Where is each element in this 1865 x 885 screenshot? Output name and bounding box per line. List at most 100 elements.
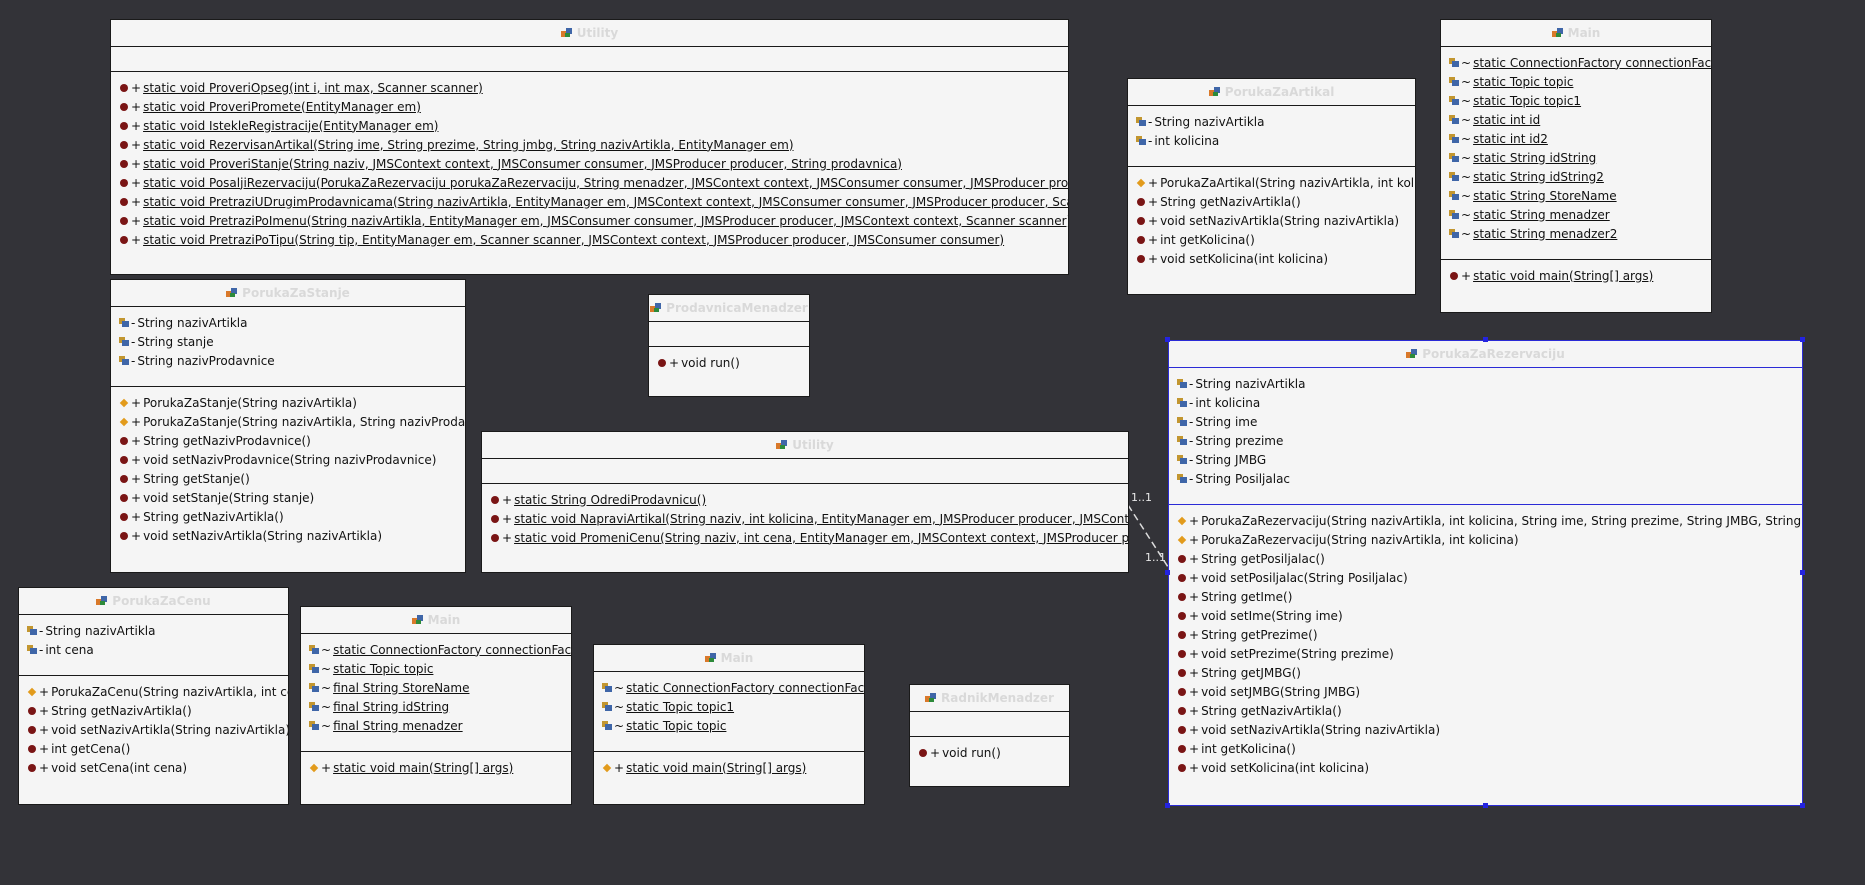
method-row[interactable]: +int getKolicina() — [1128, 230, 1415, 249]
field-row[interactable]: -String nazivArtikla — [19, 621, 288, 640]
method-row[interactable]: +static void PretraziPoTipu(String tip, … — [111, 230, 1068, 249]
class-header[interactable]: Utility — [482, 432, 1128, 459]
method-row[interactable]: +static void IstekleRegistracije(EntityM… — [111, 116, 1068, 135]
class-header[interactable]: Main — [594, 645, 864, 672]
method-row[interactable]: +void setPosiljalac(String Posiljalac) — [1169, 568, 1802, 587]
field-row[interactable]: ~static String menadzer — [1441, 205, 1711, 224]
field-row[interactable]: ~final String idString — [301, 697, 571, 716]
method-row[interactable]: +PorukaZaArtikal(String nazivArtikla, in… — [1128, 173, 1415, 192]
method-row[interactable]: +void setNazivArtikla(String nazivArtikl… — [19, 720, 288, 739]
class-header[interactable]: PorukaZaArtikal — [1128, 79, 1415, 106]
class-box-radnik-menadzer[interactable]: RadnikMenadzer +void run() — [909, 684, 1070, 787]
method-row[interactable]: +void run() — [649, 353, 809, 372]
method-row[interactable]: +PorukaZaRezervaciju(String nazivArtikla… — [1169, 530, 1802, 549]
field-row[interactable]: -String JMBG — [1169, 450, 1802, 469]
method-row[interactable]: +String getIme() — [1169, 587, 1802, 606]
class-box-main-2[interactable]: Main ~static ConnectionFactory connection… — [300, 606, 572, 805]
method-row[interactable]: +String getNazivArtikla() — [19, 701, 288, 720]
field-row[interactable]: ~static ConnectionFactory connectionFact… — [1441, 53, 1711, 72]
method-row[interactable]: +void setNazivArtikla(String nazivArtikl… — [1169, 720, 1802, 739]
field-row[interactable]: -int cena — [19, 640, 288, 659]
class-box-poruka-za-cenu[interactable]: PorukaZaCenu -String nazivArtikla-int cen… — [18, 587, 289, 805]
method-row[interactable]: +void setJMBG(String JMBG) — [1169, 682, 1802, 701]
method-row[interactable]: +void setNazivArtikla(String nazivArtikl… — [1128, 211, 1415, 230]
class-header[interactable]: RadnikMenadzer — [910, 685, 1069, 712]
class-box-main-3[interactable]: Main ~static ConnectionFactory connection… — [593, 644, 865, 805]
resize-handle[interactable] — [1165, 803, 1170, 808]
field-row[interactable]: ~final String menadzer — [301, 716, 571, 735]
method-row[interactable]: +static void RezervisanArtikal(String im… — [111, 135, 1068, 154]
method-row[interactable]: +PorukaZaCenu(String nazivArtikla, int c… — [19, 682, 288, 701]
method-row[interactable]: +static void PosaljiRezervaciju(PorukaZa… — [111, 173, 1068, 192]
field-row[interactable]: -int kolicina — [1128, 131, 1415, 150]
field-row[interactable]: -String stanje — [111, 332, 465, 351]
class-box-poruka-za-rezervaciju[interactable]: PorukaZaRezervaciju -String nazivArtikla -… — [1168, 340, 1803, 806]
method-row[interactable]: +static void ProveriStanje(String naziv,… — [111, 154, 1068, 173]
resize-handle[interactable] — [1800, 570, 1805, 575]
field-row[interactable]: ~static ConnectionFactory connectionFact… — [301, 640, 571, 659]
method-row[interactable]: +PorukaZaStanje(String nazivArtikla) — [111, 393, 465, 412]
method-row[interactable]: +static void ProveriPromete(EntityManage… — [111, 97, 1068, 116]
class-header[interactable]: Main — [301, 607, 571, 634]
resize-handle[interactable] — [1800, 337, 1805, 342]
field-row[interactable]: -String nazivArtikla — [1128, 112, 1415, 131]
resize-handle[interactable] — [1482, 337, 1488, 342]
class-header[interactable]: PorukaZaCenu — [19, 588, 288, 615]
method-row[interactable]: +String getPosiljalac() — [1169, 549, 1802, 568]
class-header[interactable]: PorukaZaRezervaciju — [1169, 341, 1802, 368]
method-row[interactable]: +static void NapraviArtikal(String naziv… — [482, 509, 1128, 528]
method-row[interactable]: +String getStanje() — [111, 469, 465, 488]
method-row[interactable]: +static void main(String[] args) — [594, 758, 864, 777]
method-row[interactable]: +void setIme(String ime) — [1169, 606, 1802, 625]
field-row[interactable]: -String ime — [1169, 412, 1802, 431]
method-row[interactable]: +String getNazivArtikla() — [1128, 192, 1415, 211]
method-row[interactable]: +void setKolicina(int kolicina) — [1128, 249, 1415, 268]
field-row[interactable]: ~static String idString2 — [1441, 167, 1711, 186]
field-row[interactable]: ~static Topic topic — [1441, 72, 1711, 91]
method-row[interactable]: +PorukaZaStanje(String nazivArtikla, Str… — [111, 412, 465, 431]
field-row[interactable]: ~static String idString — [1441, 148, 1711, 167]
method-row[interactable]: +String getPrezime() — [1169, 625, 1802, 644]
method-row[interactable]: +static void main(String[] args) — [301, 758, 571, 777]
field-row[interactable]: -String nazivArtikla — [111, 313, 465, 332]
class-box-poruka-za-stanje[interactable]: PorukaZaStanje-String nazivArtikla-Strin… — [110, 279, 466, 573]
method-row[interactable]: +void run() — [910, 743, 1069, 762]
class-header[interactable]: PorukaZaStanje — [111, 280, 465, 307]
field-row[interactable]: ~static Topic topic1 — [1441, 91, 1711, 110]
field-row[interactable]: ~static int id2 — [1441, 129, 1711, 148]
method-row[interactable]: +void setNazivArtikla(String nazivArtikl… — [111, 526, 465, 545]
method-row[interactable]: +static void PretraziPoImenu(String nazi… — [111, 211, 1068, 230]
method-row[interactable]: +static void ProveriOpseg(int i, int max… — [111, 78, 1068, 97]
field-row[interactable]: -String Posiljalac — [1169, 469, 1802, 488]
field-row[interactable]: -String prezime — [1169, 431, 1802, 450]
resize-handle[interactable] — [1165, 570, 1170, 575]
class-box-main-1[interactable]: Main ~static ConnectionFactory connection… — [1440, 19, 1712, 313]
field-row[interactable]: ~static ConnectionFactory connectionFact… — [594, 678, 864, 697]
method-row[interactable]: +void setCena(int cena) — [19, 758, 288, 777]
class-box-utility-1[interactable]: Utility+static void ProveriOpseg(int i, … — [110, 19, 1069, 275]
field-row[interactable]: ~static String menadzer2 — [1441, 224, 1711, 243]
method-row[interactable]: +String getNazivProdavnice() — [111, 431, 465, 450]
method-row[interactable]: +void setNazivProdavnice(String nazivPro… — [111, 450, 465, 469]
method-row[interactable]: +static String OdrediProdavnicu() — [482, 490, 1128, 509]
field-row[interactable]: ~static Topic topic — [594, 716, 864, 735]
class-box-utility-2[interactable]: Utility +static String OdrediProdavnicu()… — [481, 431, 1129, 573]
resize-handle[interactable] — [1800, 803, 1805, 808]
method-row[interactable]: +String getNazivArtikla() — [111, 507, 465, 526]
method-row[interactable]: +String getNazivArtikla() — [1169, 701, 1802, 720]
class-box-poruka-za-artikal[interactable]: PorukaZaArtikal -String nazivArtikla-int … — [1127, 78, 1416, 295]
method-row[interactable]: +int getCena() — [19, 739, 288, 758]
field-row[interactable]: ~static String StoreName — [1441, 186, 1711, 205]
method-row[interactable]: +static void PretraziUDrugimProdavnicama… — [111, 192, 1068, 211]
field-row[interactable]: -String nazivArtikla — [1169, 374, 1802, 393]
association-line[interactable] — [1127, 504, 1171, 571]
class-header[interactable]: Main — [1441, 20, 1711, 47]
field-row[interactable]: -String nazivProdavnice — [111, 351, 465, 370]
field-row[interactable]: ~final String StoreName — [301, 678, 571, 697]
method-row[interactable]: +static void main(String[] args) — [1441, 266, 1711, 285]
method-row[interactable]: +void setStanje(String stanje) — [111, 488, 465, 507]
method-row[interactable]: +void setKolicina(int kolicina) — [1169, 758, 1802, 777]
resize-handle[interactable] — [1165, 337, 1170, 342]
field-row[interactable]: ~static Topic topic1 — [594, 697, 864, 716]
